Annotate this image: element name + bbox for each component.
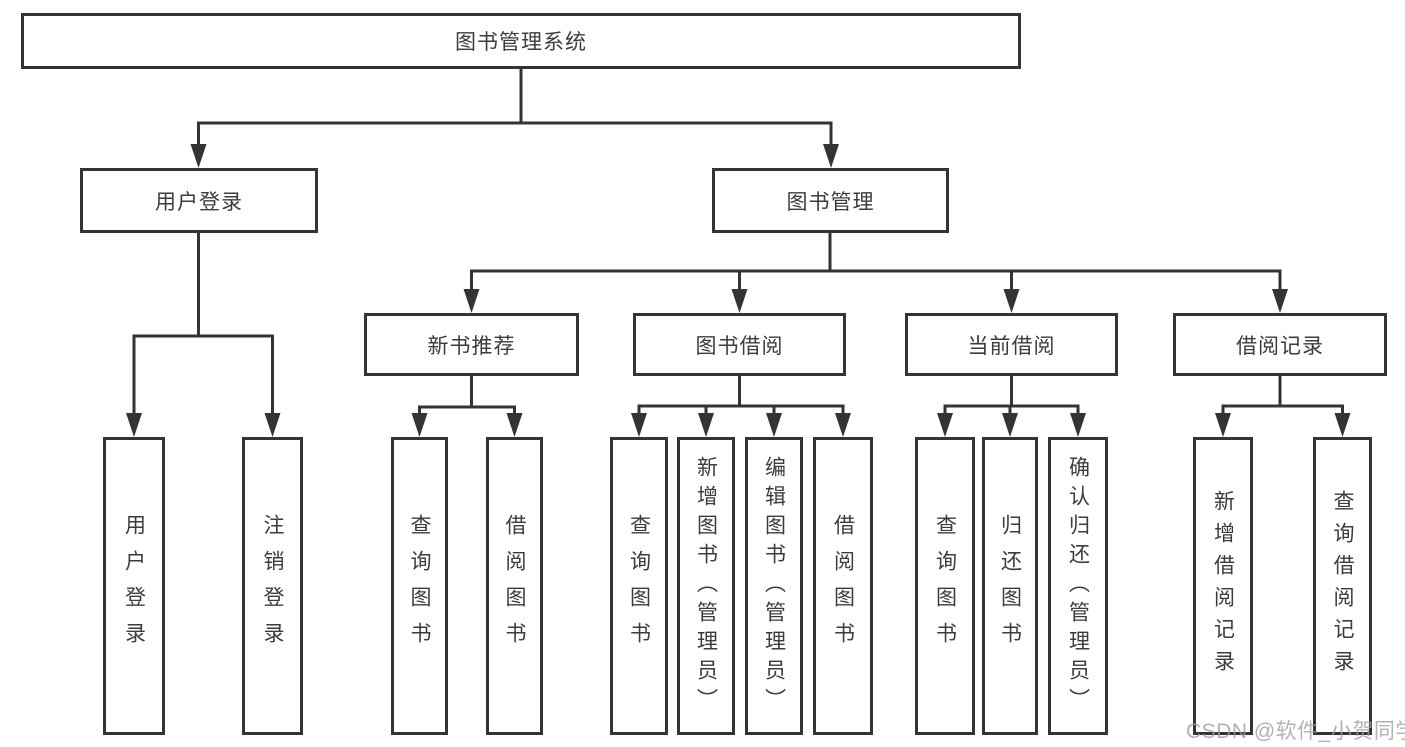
connector-user-login-group xyxy=(132,233,274,416)
connector-borrow-records-group xyxy=(1221,376,1344,416)
leaf-recommend-borrow-books-label: 借阅图书 xyxy=(503,514,526,658)
connector-new-book-group xyxy=(418,376,516,416)
connector-book-management-group xyxy=(470,233,1282,292)
node-current-borrow: 当前借阅 xyxy=(905,313,1118,376)
leaf-confirm-return-admin-label: 确认归还（管理员） xyxy=(1066,455,1090,717)
leaf-add-books-admin: 新增图书（管理员） xyxy=(677,437,735,735)
leaf-confirm-return-admin: 确认归还（管理员） xyxy=(1048,437,1108,735)
leaf-borrow-books-label: 借阅图书 xyxy=(831,514,855,658)
leaf-current-query-books: 查询图书 xyxy=(915,437,975,735)
leaf-query-borrow-record-label: 查询借阅记录 xyxy=(1331,490,1354,682)
leaf-add-books-admin-label: 新增图书（管理员） xyxy=(694,455,718,717)
arrowheads xyxy=(126,144,1351,437)
leaf-add-borrow-record: 新增借阅记录 xyxy=(1193,437,1253,735)
leaf-borrow-query-books-label: 查询图书 xyxy=(627,514,651,658)
leaf-recommend-query-books: 查询图书 xyxy=(391,437,448,735)
leaf-edit-books-admin-label: 编辑图书（管理员） xyxy=(762,455,786,717)
leaf-borrow-query-books: 查询图书 xyxy=(610,437,668,735)
node-borrow-records: 借阅记录 xyxy=(1173,313,1387,376)
node-root: 图书管理系统 xyxy=(21,13,1021,69)
connector-book-borrow-group xyxy=(637,376,845,416)
leaf-recommend-borrow-books: 借阅图书 xyxy=(486,437,543,735)
csdn-watermark: CSDN @软件_小贺同学 xyxy=(1186,720,1405,743)
leaf-user-login-label: 用户登录 xyxy=(122,514,146,658)
node-new-book-recommend: 新书推荐 xyxy=(364,313,579,376)
leaf-return-books-label: 归还图书 xyxy=(998,514,1022,658)
node-book-borrow: 图书借阅 xyxy=(633,313,846,376)
leaf-logout-label: 注销登录 xyxy=(261,514,284,658)
leaf-borrow-books: 借阅图书 xyxy=(813,437,873,735)
node-book-management: 图书管理 xyxy=(712,168,949,233)
leaf-add-borrow-record-label: 新增借阅记录 xyxy=(1211,490,1235,682)
leaf-return-books: 归还图书 xyxy=(982,437,1038,735)
leaf-recommend-query-books-label: 查询图书 xyxy=(408,514,431,658)
connector-current-borrow-group xyxy=(943,376,1080,416)
connector-root-to-level2 xyxy=(197,68,833,146)
leaf-edit-books-admin: 编辑图书（管理员） xyxy=(745,437,803,735)
leaf-logout: 注销登录 xyxy=(242,437,303,735)
leaf-user-login: 用户登录 xyxy=(103,437,165,735)
leaf-query-borrow-record: 查询借阅记录 xyxy=(1313,437,1372,735)
node-user-login: 用户登录 xyxy=(80,168,318,233)
leaf-current-query-books-label: 查询图书 xyxy=(933,514,957,658)
